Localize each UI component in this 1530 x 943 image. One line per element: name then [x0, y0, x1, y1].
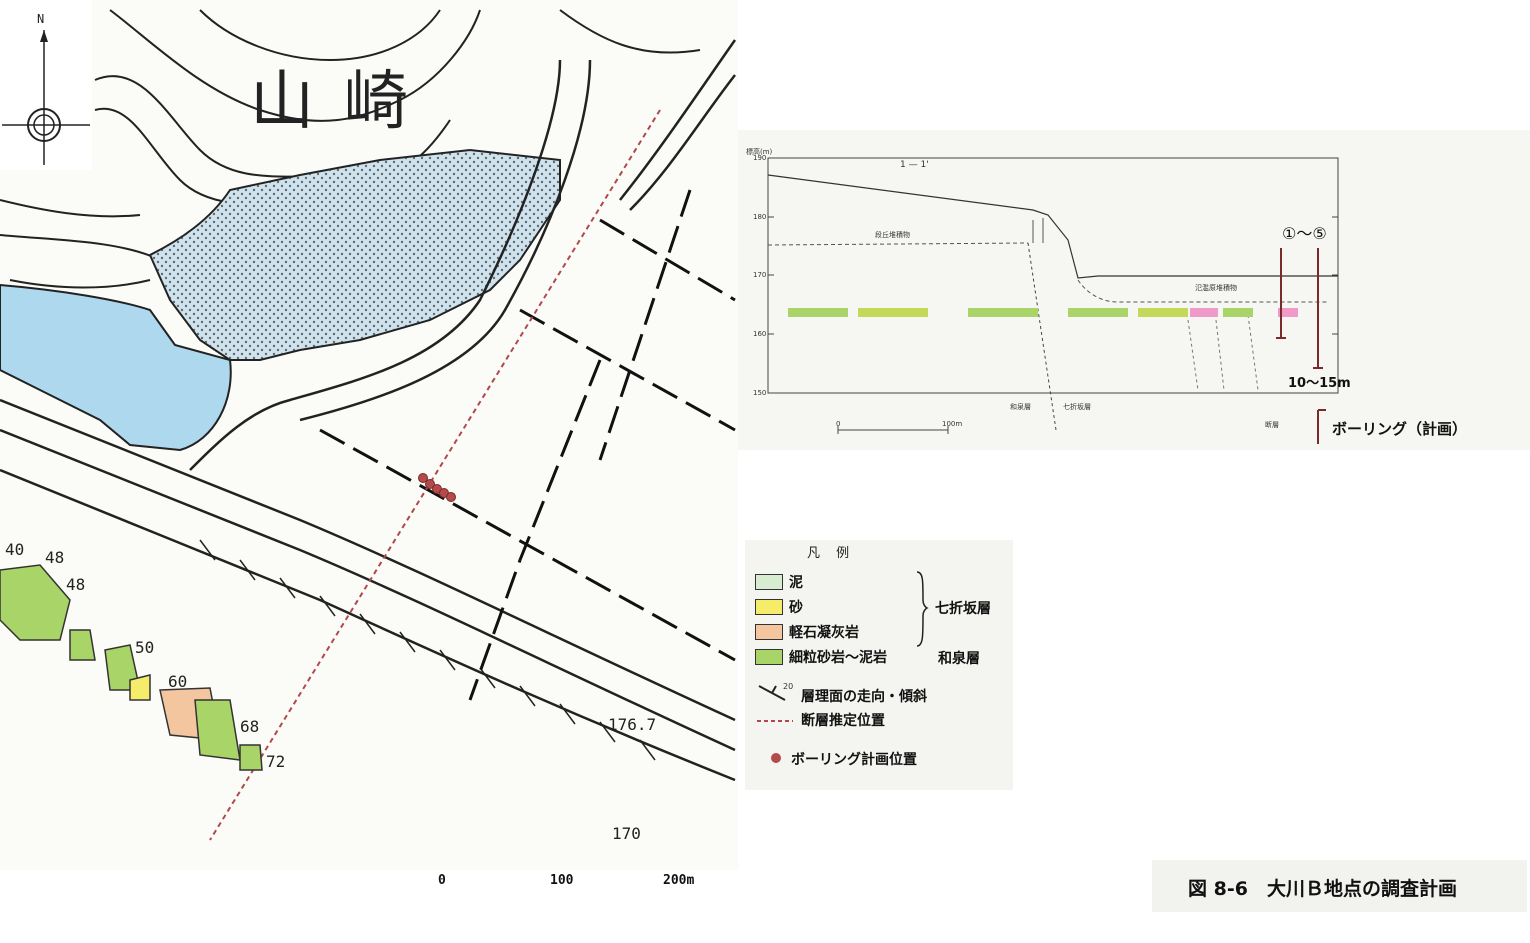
section-y-180: 180	[753, 213, 767, 221]
map-scale-zero: 0	[438, 873, 446, 888]
elev-label-68: 68	[240, 717, 260, 736]
elev-label-48a: 48	[45, 548, 65, 567]
strike-dip-label: 層理面の走向・傾斜	[801, 689, 927, 705]
section-y-190: 190	[753, 154, 767, 162]
swatch-mud	[755, 574, 783, 590]
boring-depth-label: 10〜15m	[1288, 376, 1351, 391]
roads	[0, 39, 737, 782]
legend-item-fine-sandstone: 細粒砂岩〜泥岩	[755, 647, 887, 667]
boring-points	[418, 473, 456, 502]
boring-symbol-icon	[1317, 409, 1326, 444]
elev-label-176-7: 176.7	[608, 715, 657, 734]
section-panel	[738, 130, 1530, 450]
field-boundaries	[319, 189, 736, 701]
place-name: 山崎	[250, 65, 438, 139]
strike-dip-value: 20	[783, 682, 794, 691]
alluvium-label: 氾濫原堆積物	[1195, 284, 1237, 292]
strike-dip-icon	[758, 685, 786, 701]
section-y-170: 170	[753, 271, 767, 279]
geologic-cross-section	[767, 157, 1339, 434]
section-axis-label: 標高(m)	[746, 148, 773, 156]
section-y-160: 160	[753, 330, 767, 338]
legend-item-sand: 砂	[755, 597, 803, 617]
topographic-map	[0, 0, 738, 870]
fault-legend-label: 断層推定位置	[801, 713, 885, 729]
elev-label-40: 40	[5, 540, 25, 559]
legend: 凡 例 泥 砂 軽石凝灰岩 細粒砂岩〜泥岩 七折坂層 和泉層 20 層理面の走向…	[745, 540, 1013, 790]
swatch-fine-sandstone	[755, 649, 783, 665]
elev-label-60: 60	[168, 672, 188, 691]
boring-point-label: ボーリング計画位置	[791, 752, 917, 768]
formation-left: 和泉層	[1010, 403, 1031, 411]
boring-plan-legend: ボーリング（計画）	[1306, 408, 1516, 448]
north-arrow-icon	[0, 0, 92, 170]
boring-plan-label: ボーリング（計画）	[1332, 420, 1468, 438]
swatch-sand	[755, 599, 783, 615]
legend-item-pumice-tuff: 軽石凝灰岩	[755, 622, 859, 642]
fault-line	[209, 109, 661, 841]
elev-label-50: 50	[135, 638, 155, 657]
group-label-izumi: 和泉層	[938, 651, 980, 667]
railway-ticks	[199, 539, 656, 761]
elev-label-48b: 48	[66, 575, 86, 594]
terrace-label: 段丘堆積物	[875, 231, 910, 239]
elev-label-72: 72	[266, 752, 286, 771]
fault-legend-icon	[757, 720, 793, 722]
north-label: N	[37, 12, 45, 26]
map-scale-mid: 100	[550, 873, 574, 888]
elev-label-170: 170	[612, 824, 641, 843]
legend-brace-icon	[916, 571, 929, 647]
swatch-pumice-tuff	[755, 624, 783, 640]
section-scale-end: 100m	[942, 420, 963, 428]
section-fault-label: 断層	[1265, 421, 1279, 429]
figure-caption: 図 8-6 大川Ｂ地点の調査計画	[1188, 878, 1457, 900]
boring-range-label: ①〜⑤	[1282, 224, 1327, 243]
map-scale-end: 200m	[663, 873, 695, 888]
section-scale-zero: 0	[836, 420, 841, 428]
legend-title: 凡 例	[807, 546, 856, 561]
legend-item-mud: 泥	[755, 572, 803, 592]
outcrop-polygons	[0, 564, 263, 771]
section-y-150: 150	[753, 389, 767, 397]
figure-caption-box: 図 8-6 大川Ｂ地点の調査計画	[1152, 860, 1527, 912]
boring-point-icon	[771, 753, 781, 763]
group-label-nanaorizaka: 七折坂層	[935, 601, 991, 617]
section-title: 1 — 1'	[900, 160, 929, 170]
formation-right: 七折坂層	[1063, 403, 1091, 411]
